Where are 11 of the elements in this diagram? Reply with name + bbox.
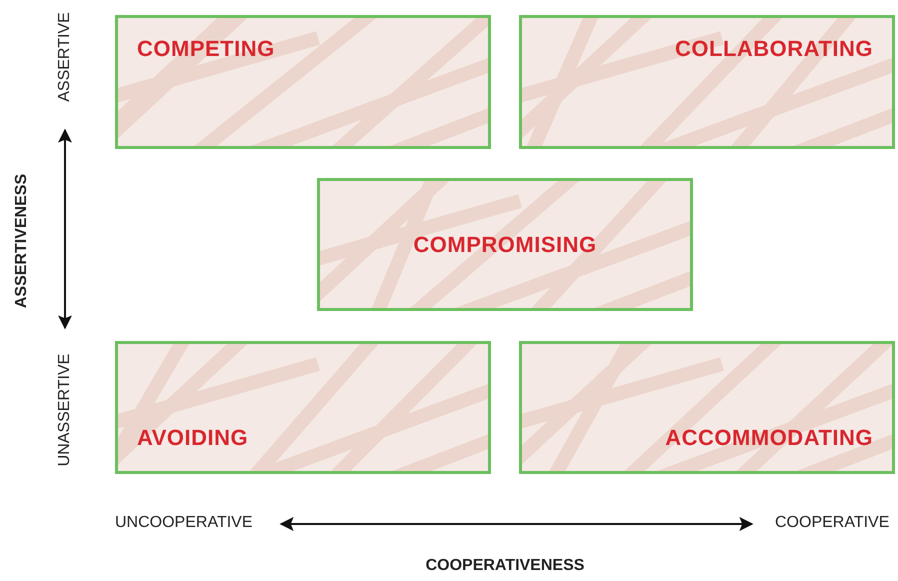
- strategy-label: COLLABORATING: [675, 36, 873, 62]
- axis-title: ASSERTIVENESS: [13, 174, 31, 308]
- axis-label: UNASSERTIVE: [56, 354, 74, 466]
- axis-label: UNCOOPERATIVE: [115, 514, 252, 532]
- strategy-label: AVOIDING: [137, 425, 248, 451]
- strategy-label: COMPROMISING: [413, 232, 597, 258]
- axis-title: COOPERATIVENESS: [426, 557, 584, 575]
- strategy-label: ACCOMMODATING: [665, 425, 873, 451]
- strategy-label: COMPETING: [137, 36, 275, 62]
- axis-label: COOPERATIVE: [775, 514, 890, 532]
- axis-label: ASSERTIVE: [56, 12, 74, 102]
